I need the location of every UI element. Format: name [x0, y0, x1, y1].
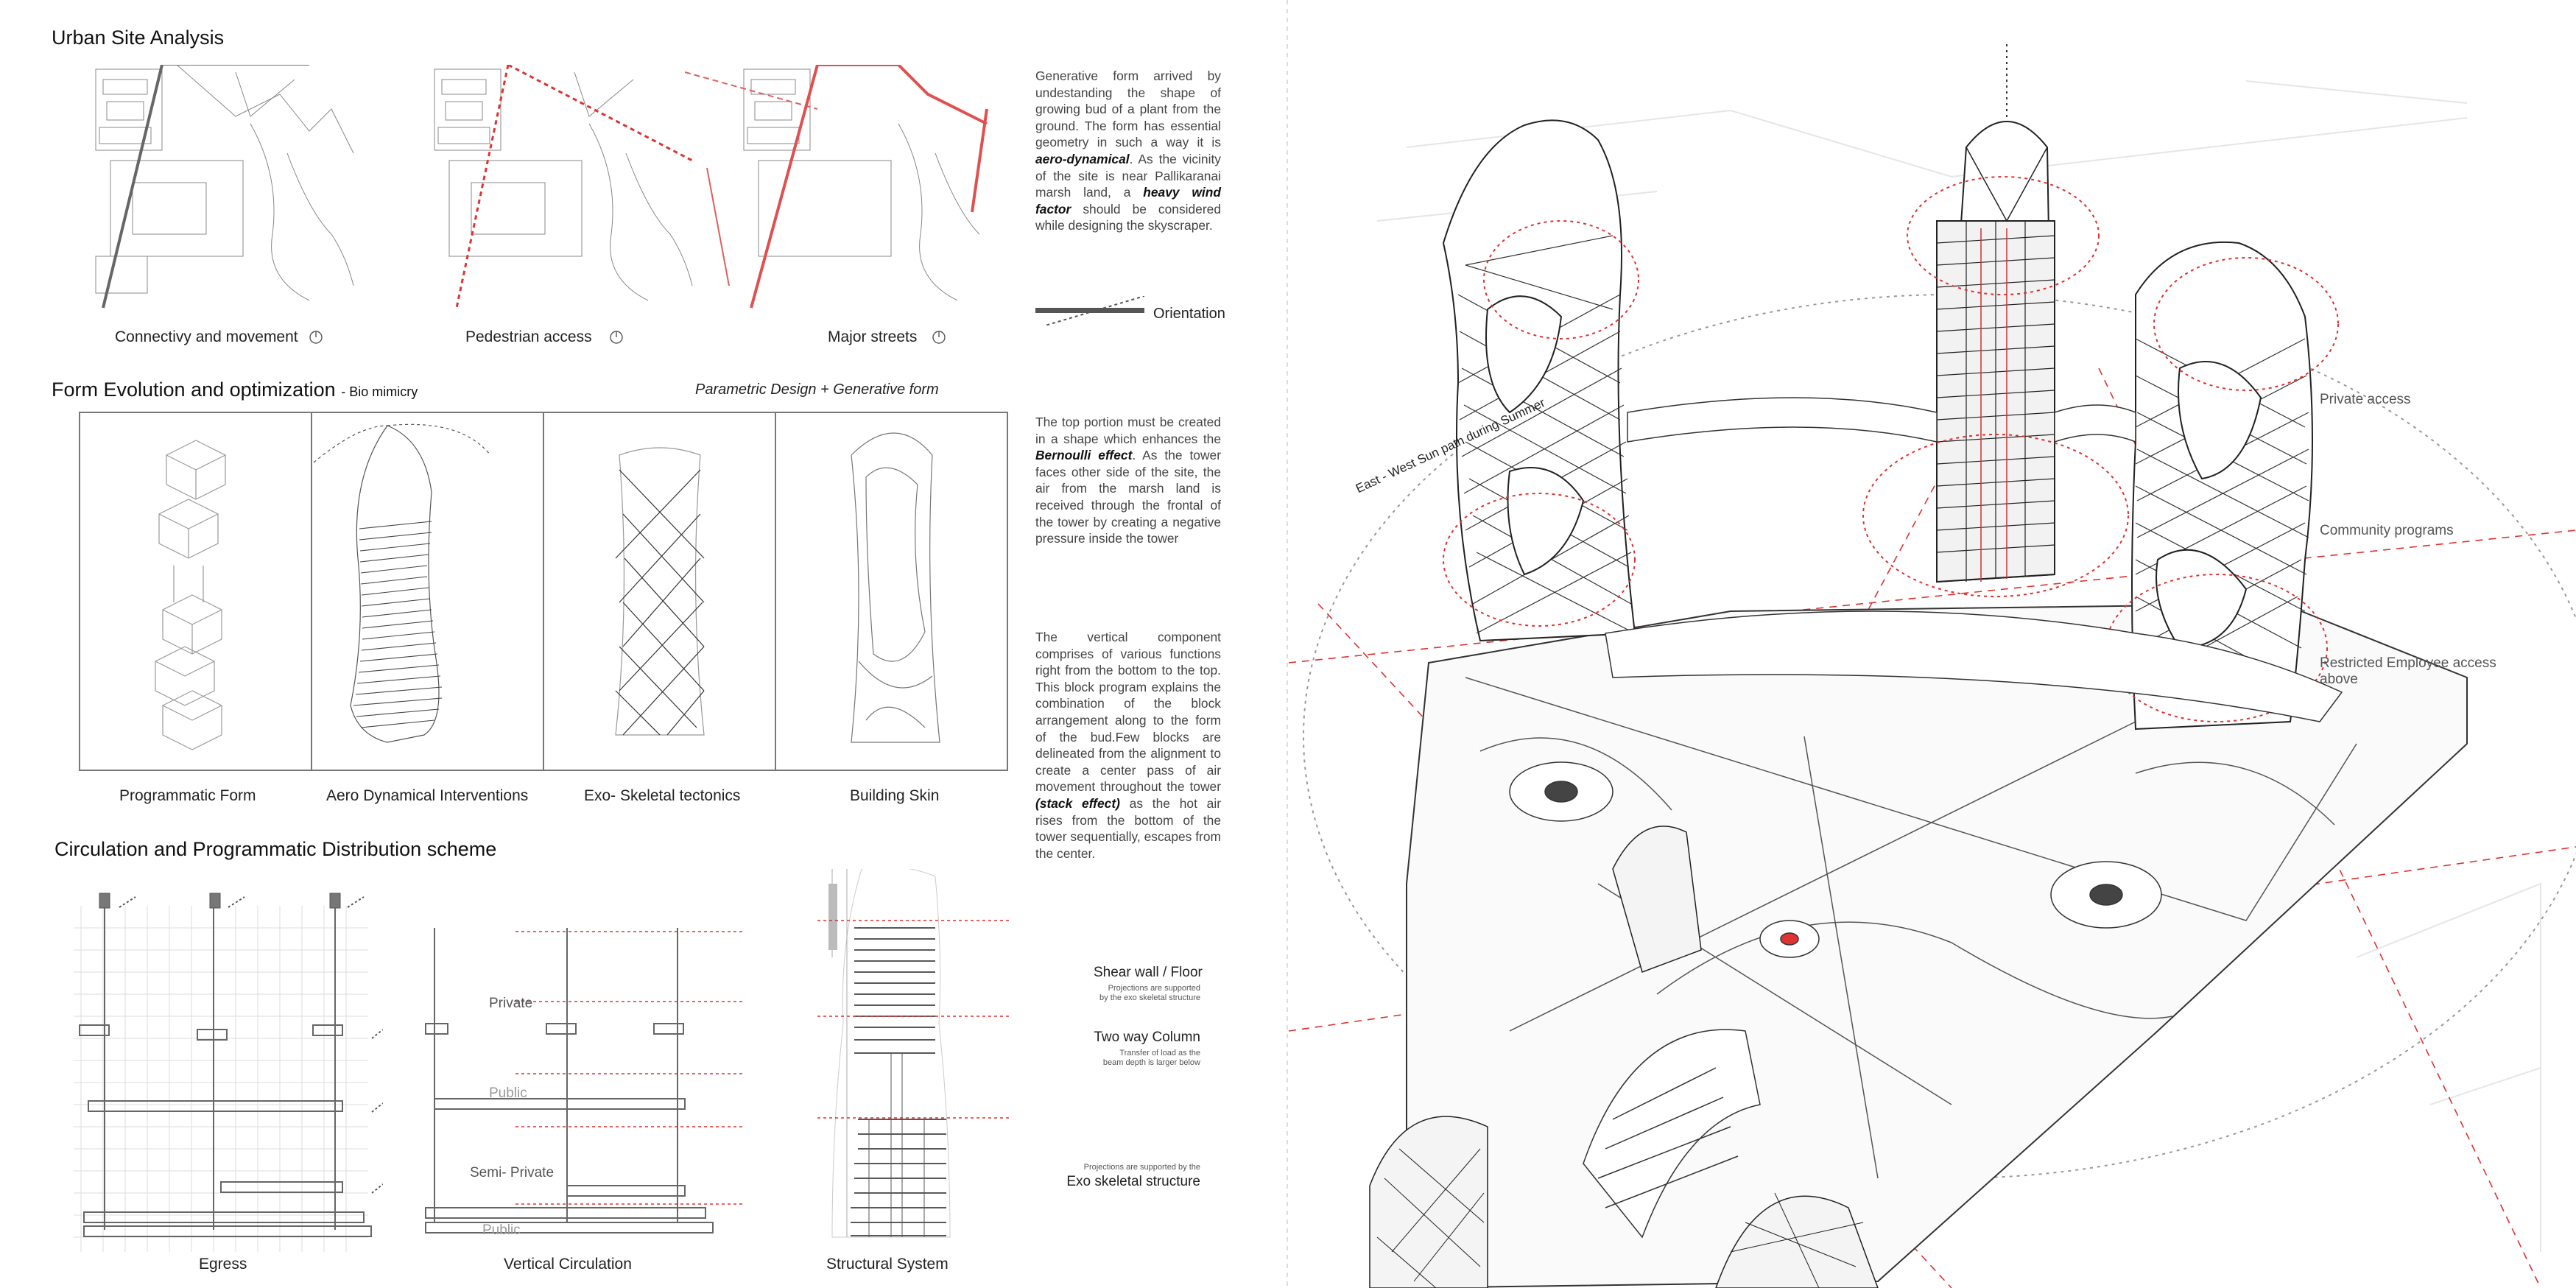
compass-icon	[932, 331, 946, 344]
label-private-access: Private access	[2320, 392, 2411, 407]
two-way-column-title: Two way Column	[1094, 1030, 1200, 1045]
form-evolution-title: Form Evolution and optimization - Bio mi…	[52, 379, 418, 401]
two-way-column-sub1: Transfer of load as the	[1119, 1049, 1200, 1058]
label-restricted-above: above	[2320, 672, 2358, 687]
map-caption-pedestrian: Pedestrian access	[465, 328, 592, 345]
shear-wall-sub2: by the exo skeletal structure	[1099, 993, 1200, 1002]
structural-system-diagram	[817, 869, 1009, 1238]
vertical-circulation-diagram	[425, 928, 744, 1234]
building-skin-form	[851, 432, 940, 743]
compass-icon	[610, 331, 623, 344]
panel-caption-programmatic: Programmatic Form	[119, 787, 256, 804]
egress-person-icons	[99, 893, 341, 909]
shear-wall-title: Shear wall / Floor	[1094, 965, 1203, 980]
right-tower	[2105, 241, 2339, 731]
site-map-pedestrian	[434, 65, 693, 309]
two-way-column-sub2: beam depth is larger below	[1102, 1058, 1200, 1067]
structural-floor-lines	[851, 927, 946, 1236]
exo-skeletal-lattice	[615, 447, 705, 736]
form-evolution-panels	[79, 412, 1008, 771]
label-public-bottom: Public	[482, 1222, 521, 1238]
bernoulli-text: The top portion must be created in a sha…	[1035, 415, 1221, 546]
center-tower	[1862, 121, 2129, 597]
panel-caption-skin: Building Skin	[850, 787, 940, 804]
map-caption-major-streets: Major streets	[828, 328, 918, 345]
orientation-label: Orientation	[1153, 306, 1225, 322]
orientation-legend-icon	[1035, 296, 1144, 325]
compass-icon	[309, 331, 323, 344]
label-community-programs: Community programs	[2320, 523, 2454, 538]
map-caption-connectivity: Connectivy and movement	[115, 328, 298, 345]
left-tower	[1442, 119, 1639, 642]
page-divider	[1287, 0, 1288, 1288]
programmatic-form-boxes	[155, 440, 226, 750]
urban-site-title: Urban Site Analysis	[52, 27, 225, 49]
vertical-circulation-caption: Vertical Circulation	[504, 1256, 632, 1273]
panel-caption-exo: Exo- Skeletal tectonics	[584, 787, 741, 804]
urban-description: Generative form arrived by undestanding …	[1035, 68, 1221, 233]
panel-caption-aero: Aero Dynamical Interventions	[326, 787, 529, 804]
structural-caption: Structural System	[826, 1256, 949, 1273]
site-map-connectivity	[95, 65, 354, 309]
aero-form	[313, 423, 491, 743]
egress-diagram	[74, 893, 383, 1252]
egress-caption: Egress	[199, 1256, 247, 1273]
tower-axonometric-render	[1289, 44, 2576, 1288]
stack-effect-text: The vertical component comprises of vari…	[1035, 630, 1222, 861]
site-map-major-streets	[685, 65, 988, 309]
label-private: Private	[489, 996, 533, 1011]
circulation-title: Circulation and Programmatic Distributio…	[54, 838, 497, 860]
label-semi-private: Semi- Private	[470, 1165, 555, 1180]
shear-wall-sub1: Projections are supported	[1108, 984, 1200, 993]
label-public: Public	[489, 1085, 527, 1101]
label-restricted-access: Restricted Employee access	[2320, 655, 2496, 671]
aero-slices	[353, 521, 443, 728]
form-evolution-subtitle: Parametric Design + Generative form	[695, 381, 939, 398]
projection-sub: Projections are supported by the	[1083, 1163, 1200, 1172]
projection-title: Exo skeletal structure	[1066, 1174, 1200, 1189]
